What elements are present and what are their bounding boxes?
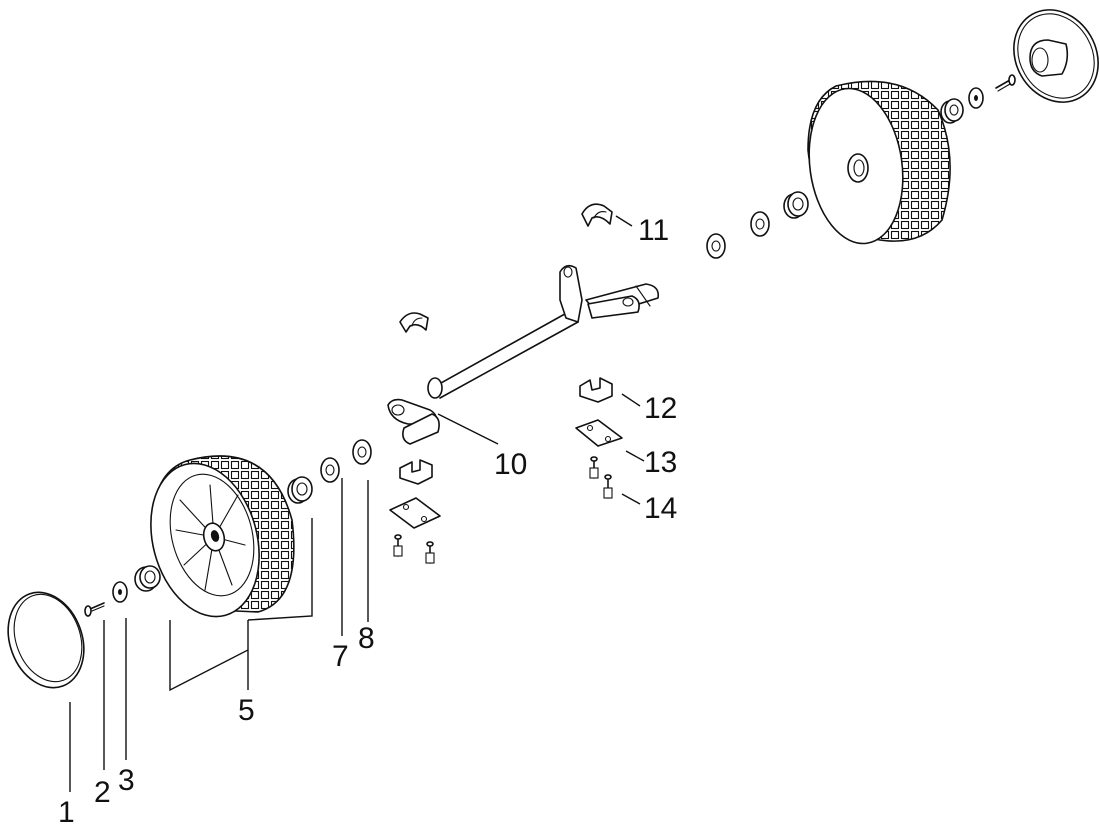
callout-8: 8 bbox=[358, 622, 375, 655]
callout-11: 11 bbox=[638, 214, 669, 247]
callouts: 1 2 3 5 7 8 10 11 12 13 14 bbox=[58, 214, 677, 829]
hub-cap-part-1 bbox=[7, 591, 85, 689]
axle-part-10 bbox=[387, 264, 660, 445]
screw-part-2 bbox=[84, 602, 105, 617]
washer-part-7 bbox=[320, 457, 340, 483]
bolts-part-14 bbox=[589, 456, 613, 499]
hub-cap-right bbox=[1013, 9, 1099, 103]
screw-right bbox=[995, 74, 1016, 92]
callout-12: 12 bbox=[644, 392, 677, 425]
bolts-left bbox=[393, 534, 435, 564]
washer-right-outer bbox=[968, 87, 984, 109]
bearing-left-inner bbox=[287, 476, 313, 504]
clamp-part-12 bbox=[579, 377, 613, 403]
washer-part-8 bbox=[352, 439, 372, 465]
washer-part-3 bbox=[112, 581, 128, 603]
leader-lines bbox=[69, 215, 645, 792]
plate-part-13 bbox=[575, 419, 623, 447]
callout-13: 13 bbox=[644, 446, 677, 479]
callout-7: 7 bbox=[332, 640, 349, 673]
washer-right-middle bbox=[750, 211, 770, 237]
clip-upper-left bbox=[399, 312, 429, 333]
callout-2: 2 bbox=[94, 776, 111, 809]
bearing-right-inner bbox=[783, 191, 809, 219]
bearing-right-outer bbox=[940, 98, 964, 124]
washer-right-inner bbox=[706, 233, 726, 259]
callout-3: 3 bbox=[118, 764, 135, 797]
wheel-right bbox=[807, 80, 951, 245]
callout-1: 1 bbox=[58, 796, 75, 829]
wheel-left-part-5 bbox=[150, 455, 295, 618]
callout-14: 14 bbox=[644, 492, 677, 525]
bearing-left-outer bbox=[134, 565, 161, 592]
plate-left bbox=[389, 497, 441, 529]
clip-part-11 bbox=[581, 203, 613, 227]
callout-10: 10 bbox=[494, 448, 527, 481]
callout-5: 5 bbox=[238, 694, 255, 727]
clamp-left bbox=[399, 459, 433, 485]
